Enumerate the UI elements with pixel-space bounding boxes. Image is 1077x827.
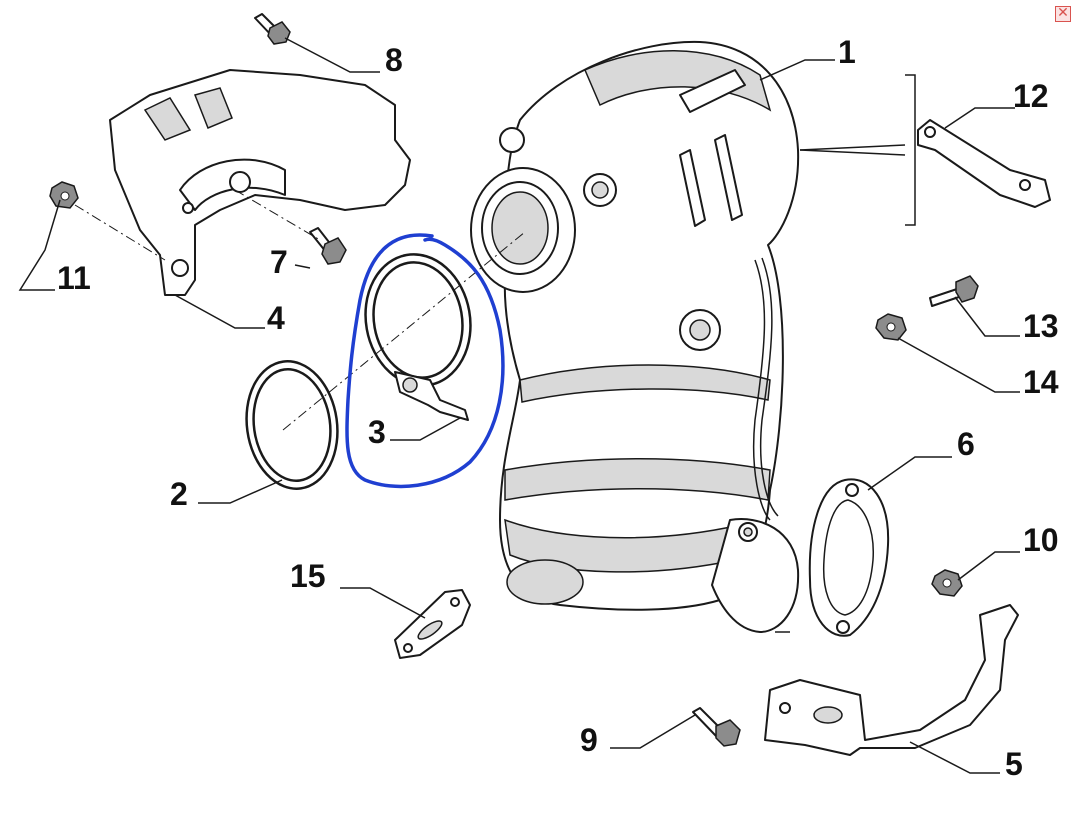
callout-8: 8	[385, 42, 403, 78]
bolt-part-9	[692, 707, 741, 747]
small-bracket-part-15	[394, 589, 471, 659]
callout-11: 11	[57, 260, 91, 296]
gasket-plate-part-6	[808, 478, 890, 637]
bracket-part-5	[764, 604, 1019, 756]
gasket-ring-part-2	[245, 360, 339, 490]
callout-9: 9	[580, 722, 598, 758]
heat-shield-part-4	[109, 69, 411, 296]
bolt-part-13	[929, 275, 979, 307]
callout-10: 10	[1023, 522, 1059, 558]
highlight-annotation	[345, 233, 505, 489]
callout-6: 6	[957, 426, 975, 462]
callout-2: 2	[170, 476, 188, 512]
callout-5: 5	[1005, 746, 1023, 782]
catalytic-converter-part-1	[470, 40, 800, 633]
nut-part-14	[875, 313, 907, 341]
callout-3: 3	[368, 414, 386, 450]
close-icon[interactable]: ✕	[1055, 6, 1071, 22]
strap-part-12	[917, 119, 1051, 208]
leader-lines	[18, 37, 1020, 774]
nut-part-10	[931, 569, 963, 597]
callout-15: 15	[290, 558, 326, 594]
callout-4: 4	[267, 300, 285, 336]
nut-part-11	[49, 181, 79, 209]
bolt-part-7	[309, 227, 347, 265]
callout-12: 12	[1013, 78, 1049, 114]
clamp-part-3	[364, 253, 472, 421]
callout-1: 1	[838, 34, 856, 70]
bolt-part-8	[254, 13, 291, 45]
callout-7: 7	[270, 244, 288, 280]
callout-14: 14	[1023, 364, 1059, 400]
callout-13: 13	[1023, 308, 1059, 344]
